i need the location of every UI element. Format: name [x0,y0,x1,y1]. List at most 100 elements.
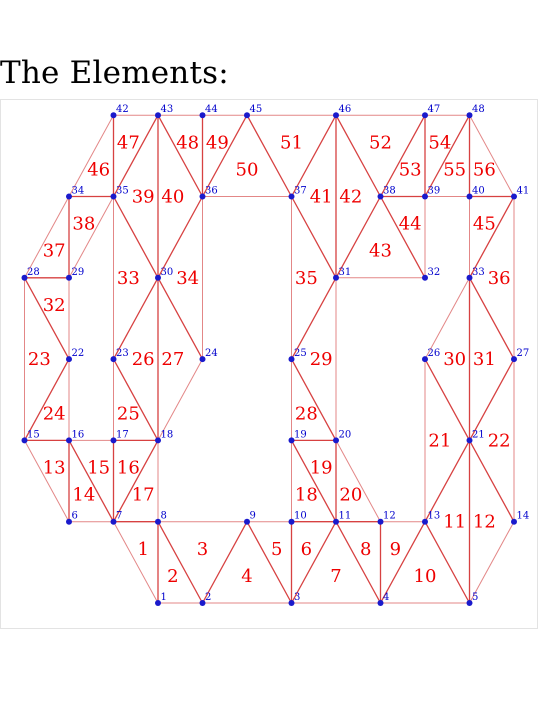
node-point [288,518,295,525]
element-label: 31 [473,349,496,370]
node-label: 4 [383,592,389,603]
node-point [466,193,473,200]
element-label: 30 [443,349,466,370]
element-label: 49 [206,132,229,153]
element-label: 29 [310,349,333,370]
node-label: 38 [383,186,396,197]
mesh-edge [112,440,159,523]
mesh-edge [112,277,159,360]
element-label: 19 [310,458,333,479]
node-label: 32 [428,267,441,278]
mesh-edge [290,114,337,197]
mesh-edge [424,277,470,360]
element-label: 38 [72,214,95,235]
element-label: 36 [488,268,511,289]
mesh-edge [468,440,515,523]
plot-frame [0,99,538,629]
node-point [377,193,384,200]
element-label: 48 [176,132,199,153]
mesh-edge [469,521,515,604]
element-label: 14 [72,485,95,506]
node-label: 26 [428,348,441,359]
mesh-edge [335,440,381,522]
node-point [377,518,384,525]
mesh-edge [246,521,293,604]
node-label: 39 [428,186,441,197]
node-point [288,356,295,363]
node-label: 27 [517,348,530,359]
node-point [288,600,295,606]
node-label: 12 [383,511,396,522]
node-label: 28 [27,267,40,278]
mesh-edge [68,196,114,279]
mesh-edge [112,196,159,279]
node-point [511,193,517,200]
element-label: 22 [488,430,511,451]
element-label: 42 [339,187,362,208]
mesh-edge [68,440,115,523]
node-label: 5 [472,592,478,603]
mesh-edge [424,440,471,523]
node-point [199,356,206,363]
node-point [466,112,473,119]
node-point [155,437,161,444]
node-point [333,518,339,525]
mesh-edge [335,521,382,604]
element-label: 43 [369,241,392,262]
node-label: 33 [472,267,485,278]
node-point [244,112,250,119]
mesh-edge [157,358,203,441]
node-label: 47 [428,104,441,115]
node-point [199,112,206,119]
node-label: 30 [161,267,174,278]
element-label: 6 [301,539,312,560]
node-label: 40 [472,186,485,197]
mesh-edge [23,358,70,441]
node-point [333,274,339,281]
mesh-edge [468,196,515,279]
node-label: 21 [472,429,485,440]
node-point [110,356,117,363]
edge-layer [23,114,515,604]
element-label: 44 [399,214,422,235]
element-label: 46 [87,159,110,180]
node-label: 24 [205,348,218,359]
element-label: 50 [236,159,259,180]
mesh-edge [23,277,70,360]
node-label: 6 [72,511,78,522]
mesh-edge [468,277,515,360]
node-point [466,437,473,444]
node-label: 22 [72,348,85,359]
mesh-edge [201,521,248,604]
mesh-edge [112,114,159,197]
element-label: 54 [428,132,451,153]
mesh-edge [24,196,70,279]
mesh-edge [157,521,204,604]
node-label: 16 [72,429,85,440]
element-label: 40 [161,187,184,208]
mesh-edge [469,114,515,197]
element-label: 47 [117,132,140,153]
node-point [110,193,117,200]
mesh-edge [290,196,337,279]
node-label: 18 [161,429,174,440]
element-label: 23 [28,349,51,370]
mesh-edge [424,358,471,441]
node-point [110,112,117,119]
node-label: 15 [27,429,40,440]
element-label: 28 [295,403,318,424]
node-label: 19 [294,429,307,440]
node-point [199,600,206,606]
mesh-edge [290,358,337,441]
node-label: 2 [205,592,211,603]
node-label: 48 [472,104,485,115]
element-label: 56 [473,159,496,180]
element-label: 8 [360,539,371,560]
mesh-edge [157,114,204,197]
element-label: 12 [473,512,496,533]
mesh-edge [24,440,70,522]
node-point [21,274,28,281]
